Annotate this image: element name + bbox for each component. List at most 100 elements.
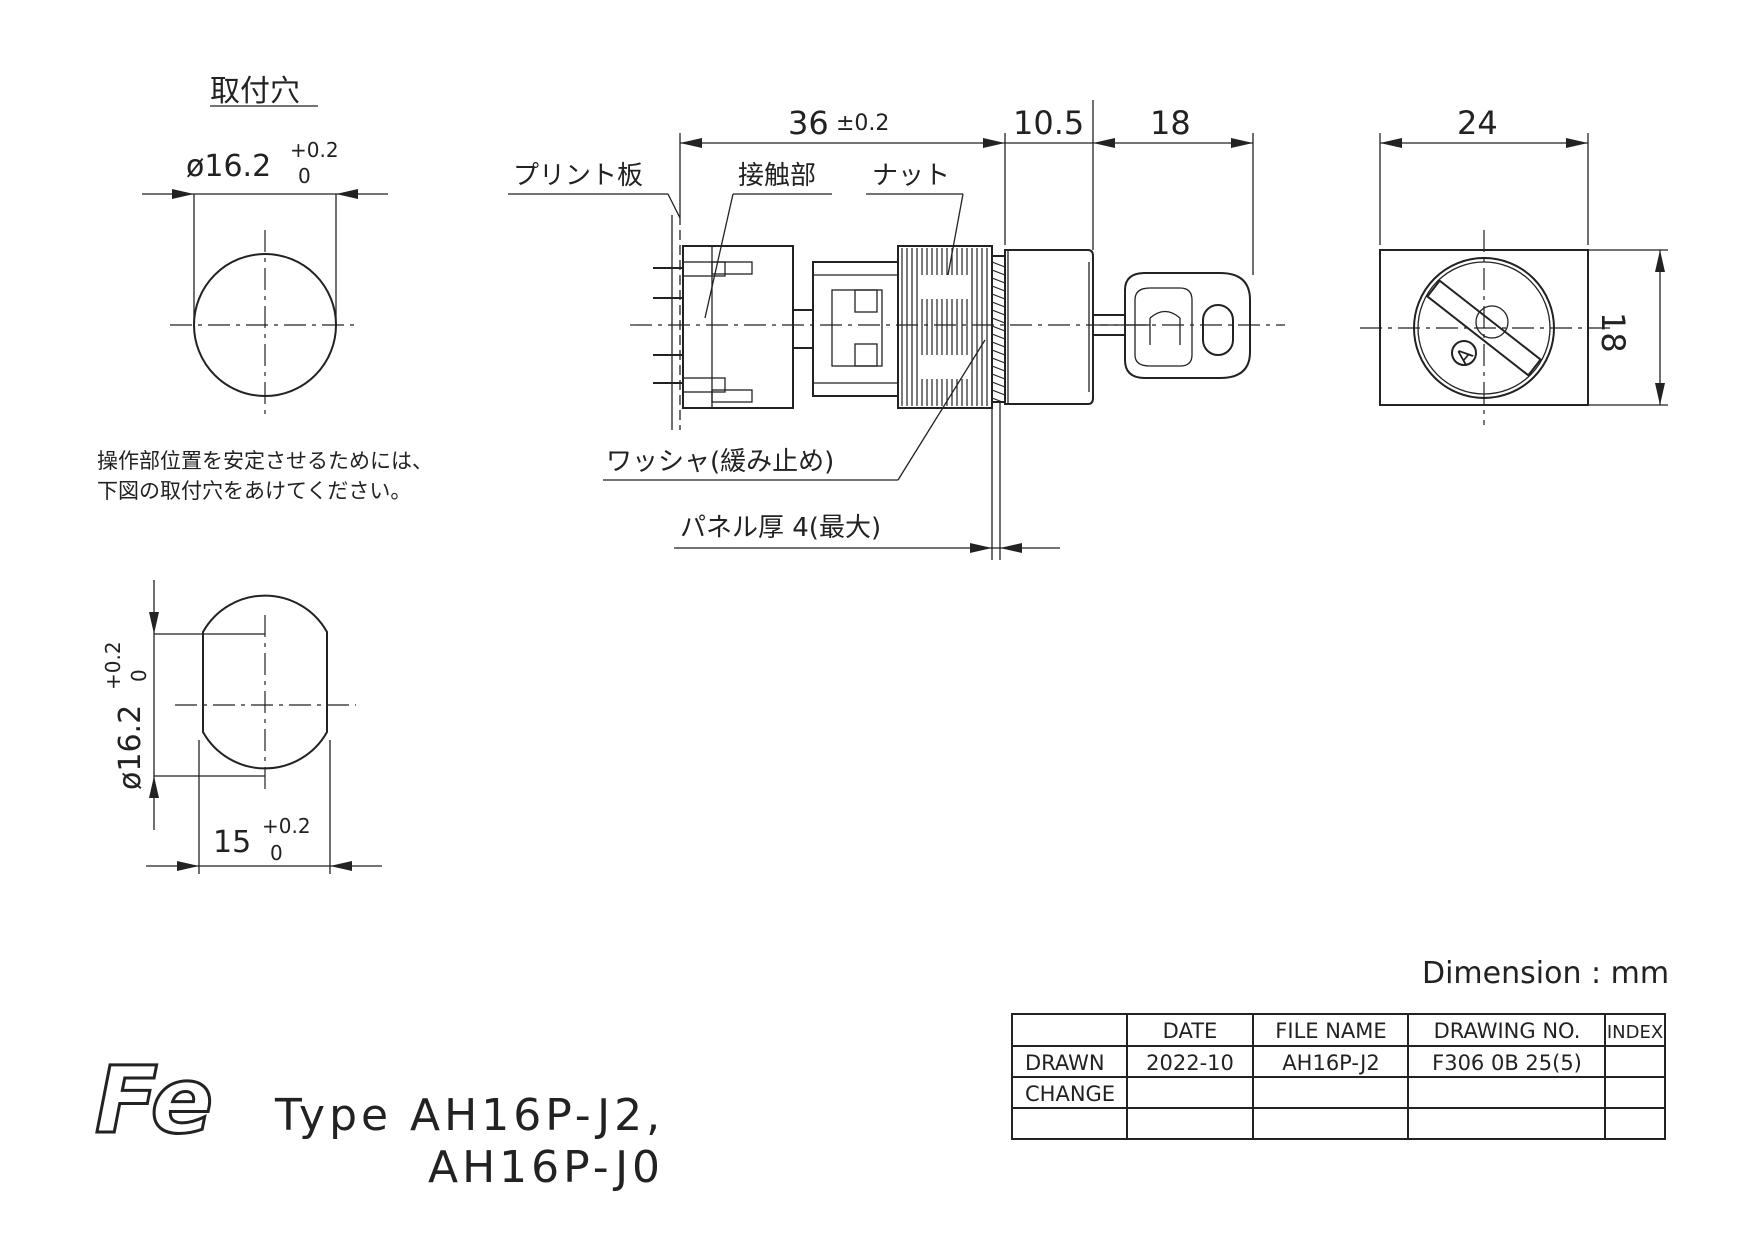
mounting-hole-flat: ø16.2 +0.2 0 15 +0.2 0	[101, 580, 382, 874]
mounting-hole-round: 取付穴 ø16.2 +0.2 0 操作部位置を安定させるためには、 下図の取付穴…	[97, 74, 433, 503]
coupling-shaft	[792, 309, 814, 349]
washer-thread-line	[991, 389, 1006, 396]
logo-text: Fe	[95, 1047, 213, 1154]
flat-hole-shape	[202, 594, 328, 770]
dim-overall-tol: ±0.2	[836, 111, 889, 136]
flat-width-tol-lower: 0	[270, 841, 283, 865]
contact-slot	[711, 261, 753, 275]
key-head	[1124, 272, 1251, 379]
label-washer: ワッシャ(緩み止め)	[606, 447, 834, 477]
front-view: 24 18 A	[1360, 104, 1668, 425]
header-index: INDEX	[1607, 1022, 1663, 1043]
actuator-latch	[854, 343, 878, 367]
washer-thread-line	[991, 301, 1006, 308]
hole-note-line1: 操作部位置を安定させるためには、	[97, 449, 433, 473]
washer-thread-line	[991, 293, 1006, 300]
flat-width-tol-upper: +0.2	[262, 814, 311, 838]
arrow-left	[1093, 138, 1115, 148]
arrow-down	[149, 776, 159, 798]
arrow-left	[680, 138, 702, 148]
washer-thread-line	[991, 261, 1006, 268]
row-drawn-number: F306 0B 25(5)	[1432, 1051, 1582, 1075]
arrow-left	[1380, 138, 1402, 148]
flat-dia-label-group: ø16.2 +0.2 0	[101, 641, 151, 790]
arrow-right	[336, 189, 358, 199]
arrow-right	[983, 138, 1005, 148]
front-height-label: 18	[1594, 312, 1632, 353]
header-date: DATE	[1163, 1019, 1218, 1043]
key-slot-group	[1426, 279, 1542, 377]
washer-thread-line	[991, 341, 1006, 348]
key-slot	[1426, 279, 1542, 377]
key-mark-circle	[1451, 340, 1477, 366]
washer-thread-line	[991, 325, 1006, 332]
header-file-name: FILE NAME	[1275, 1019, 1386, 1043]
dim-key-label: 18	[1150, 104, 1191, 142]
side-view: 36 ±0.2 10.5 18 プリント板 接触部 ナット	[508, 100, 1285, 560]
leader-nut	[947, 193, 964, 276]
leader-contact	[704, 193, 734, 319]
flat-dia-label: ø16.2	[113, 705, 148, 790]
contact-slot	[711, 389, 753, 403]
label-contact: 接触部	[738, 161, 816, 191]
washer-thread-line	[991, 317, 1006, 324]
key	[1093, 272, 1251, 379]
key-notch	[1149, 310, 1181, 319]
arrow-up	[149, 612, 159, 634]
round-dia-tol-upper: +0.2	[290, 138, 339, 162]
flat-width-label: 15	[213, 825, 251, 860]
contact-tab	[682, 377, 726, 393]
washer-thread-line	[991, 277, 1006, 284]
washer-thread-line	[991, 309, 1006, 316]
hole-title: 取付穴	[210, 74, 300, 109]
nut-gap	[920, 355, 970, 379]
washer-thread-line	[991, 333, 1006, 340]
leader-washer	[897, 339, 986, 481]
arrow-right	[1231, 138, 1253, 148]
header-drawing-no: DRAWING NO.	[1434, 1019, 1581, 1043]
round-dia-tol-lower: 0	[298, 164, 311, 188]
units-label: Dimension : mm	[1422, 956, 1669, 991]
washer-thread-line	[991, 365, 1006, 372]
arrow-right	[970, 543, 992, 553]
key-inset	[1134, 287, 1193, 367]
washer-thread-line	[991, 357, 1006, 364]
washer-thread-line	[991, 285, 1006, 292]
actuator-latch	[854, 289, 878, 313]
row-drawn-label: DRAWN	[1025, 1051, 1105, 1075]
nut-gap	[920, 275, 970, 299]
washer-thread-line	[991, 373, 1006, 380]
hole-note-line2: 下図の取付穴をあけてください。	[97, 479, 411, 503]
title-block: DATE FILE NAME DRAWING NO. INDEX DRAWN 2…	[1011, 1013, 1666, 1140]
row-drawn-file: AH16P-J2	[1282, 1051, 1379, 1075]
label-nut: ナット	[872, 161, 950, 191]
front-width-label: 24	[1457, 104, 1498, 142]
contact-tab	[682, 261, 726, 277]
type-line2: AH16P-J0	[428, 1142, 664, 1193]
arrow-down	[1655, 383, 1665, 405]
dim-bezel-label: 10.5	[1013, 104, 1084, 142]
leader-pcb	[667, 193, 681, 219]
key-ring-hole	[1202, 304, 1234, 356]
key-pin	[1475, 305, 1509, 339]
arrow-left	[177, 861, 199, 871]
actuator-body	[812, 261, 899, 397]
washer-thread-line	[991, 269, 1006, 276]
row-change-label: CHANGE	[1025, 1082, 1115, 1106]
arrow-left	[172, 189, 194, 199]
washer-thread-line	[991, 397, 1006, 404]
arrow-up	[1655, 250, 1665, 272]
fe-logo: Fe	[94, 1046, 215, 1156]
label-panel: パネル厚 4(最大)	[680, 513, 881, 543]
bezel	[1004, 249, 1094, 405]
washer-thread-line	[991, 349, 1006, 356]
label-pcb: プリント板	[513, 161, 643, 191]
actuator-inner	[831, 289, 883, 367]
contact-block	[682, 245, 794, 409]
type-line1: Type AH16P-J2,	[274, 1090, 664, 1141]
dim-overall-label: 36	[788, 104, 829, 142]
arrow-left	[1000, 543, 1022, 553]
washer-thread-line	[991, 381, 1006, 388]
row-drawn-date: 2022-10	[1146, 1051, 1234, 1075]
